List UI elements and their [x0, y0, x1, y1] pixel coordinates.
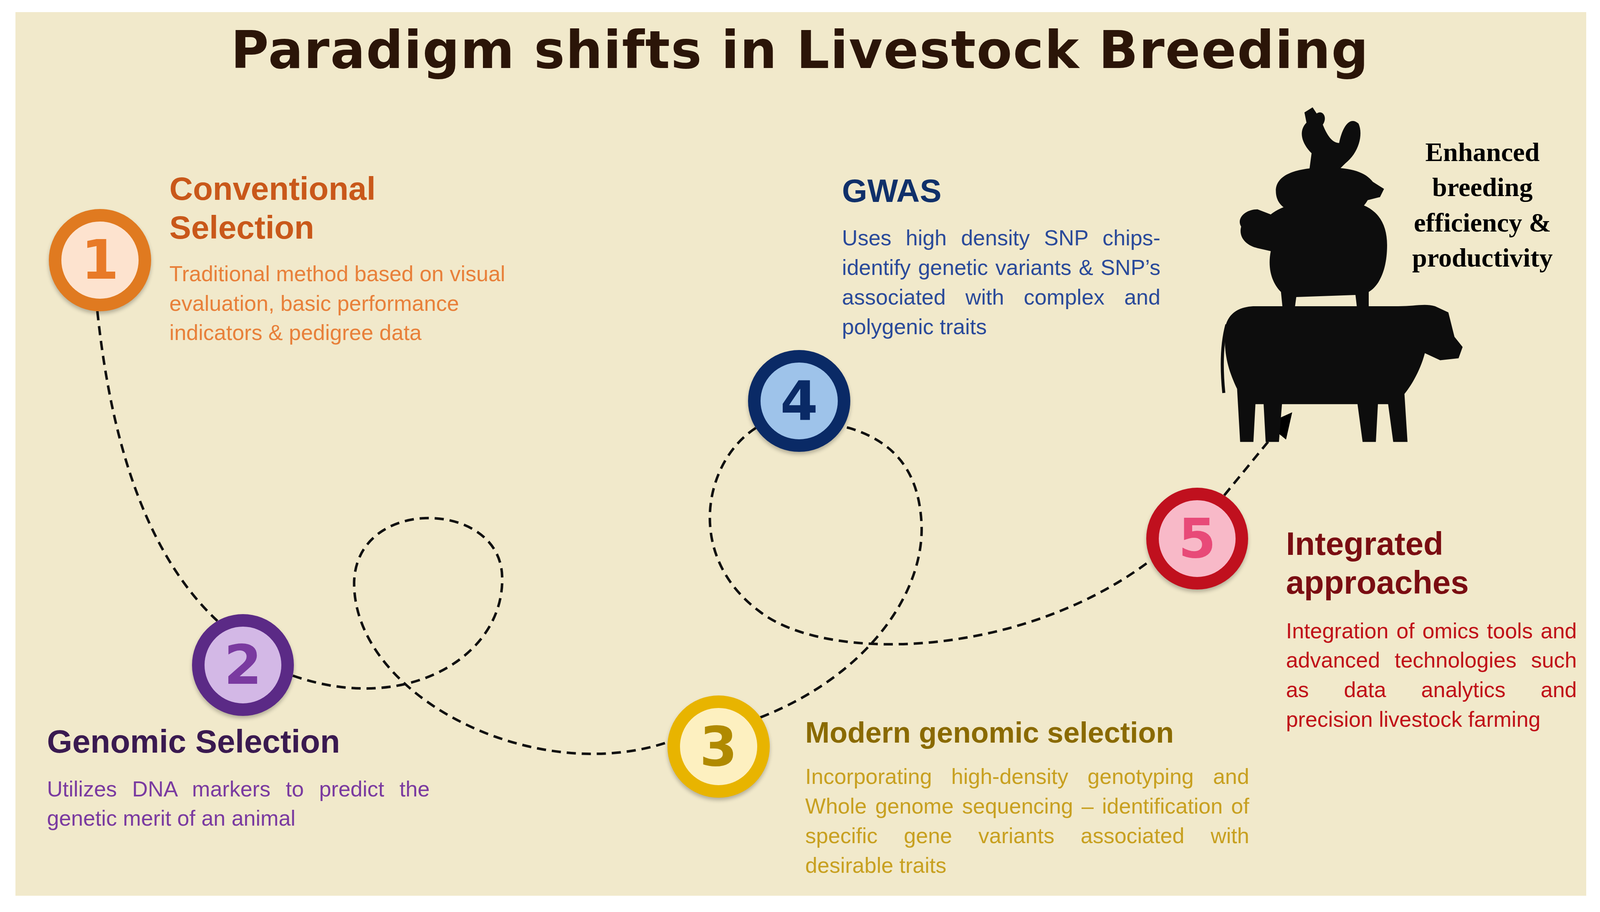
step-description: Utilizes DNA markers to predict the gene… — [46, 774, 430, 834]
dashed-connector — [709, 428, 1151, 645]
cow-silhouette — [1224, 304, 1463, 442]
step-circle: 1Conventional SelectionTraditional metho… — [48, 209, 152, 312]
callout-number: 5 — [1158, 500, 1237, 578]
step-heading: Integrated approaches — [1286, 524, 1506, 603]
step-description: Integration of omics tools and advanced … — [1286, 616, 1578, 735]
step-description: Uses high density SNP chips- identify ge… — [841, 223, 1161, 342]
callout-number: 4 — [760, 362, 838, 440]
step-description: Incorporating high-density genotyping an… — [805, 762, 1250, 881]
step-description: Traditional method based on visual evalu… — [169, 259, 507, 348]
dashed-connector — [97, 311, 218, 622]
callout-number: 1 — [61, 221, 139, 299]
rooster-silhouette — [1301, 107, 1361, 170]
step-circle: 5Integrated approachesIntegration of omi… — [1146, 487, 1249, 591]
step-circle: 2Genomic SelectionUtilizes DNA markers t… — [192, 614, 295, 717]
outcome-text: Enhanced breeding efficiency & productiv… — [1392, 134, 1572, 276]
dashed-connector — [293, 518, 668, 755]
cow-tail — [1222, 324, 1227, 394]
step-heading: Conventional Selection — [169, 169, 425, 248]
outcome-illustration: Enhanced breeding efficiency & productiv… — [1219, 102, 1475, 450]
diagram-title: Paradigm shifts in Livestock Breeding — [0, 20, 1600, 81]
step-circle: 3Modern genomic selectionIncorporating h… — [667, 695, 770, 799]
callout-number: 3 — [679, 708, 758, 786]
step-circle: 4GWASUses high density SNP chips- identi… — [748, 350, 851, 453]
dashed-connector — [760, 426, 922, 718]
sheep-silhouette — [1239, 199, 1388, 313]
callout-number: 2 — [204, 626, 282, 705]
step-heading: Modern genomic selection — [805, 715, 1275, 751]
step-heading: Genomic Selection — [46, 722, 476, 762]
step-heading: GWAS — [841, 171, 1169, 211]
